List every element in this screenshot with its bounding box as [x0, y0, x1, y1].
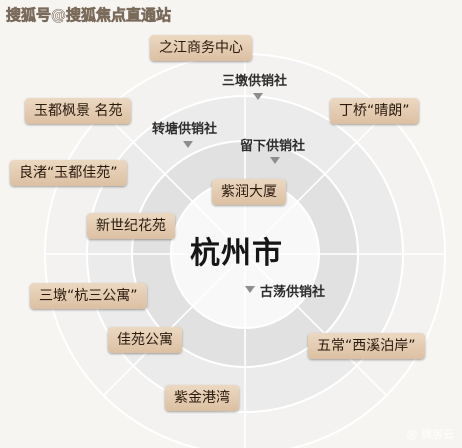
coop-sandun: 三墩供销社	[222, 74, 288, 89]
project-zhijiang: 之江商务中心	[150, 35, 252, 61]
marker-gudang	[245, 286, 255, 293]
coop-gudang: 古荡供销社	[260, 285, 326, 300]
project-zirun: 紫润大厦	[212, 179, 286, 205]
project-sandun-hang: 三墩“杭三公寓”	[30, 283, 147, 309]
project-jiayuan: 佳苑公寓	[108, 327, 182, 353]
center-title: 杭州市	[190, 236, 283, 271]
project-dingqiao: 丁桥“晴朗”	[330, 98, 419, 124]
project-zijin: 紫金港湾	[165, 385, 239, 411]
coop-zhuantang: 转塘供销社	[152, 122, 218, 137]
project-liangzhu: 良渚“玉都佳苑”	[10, 160, 127, 186]
project-xinshiji: 新世纪花苑	[87, 213, 175, 239]
marker-zhuantang	[183, 141, 193, 148]
marker-sandun	[253, 93, 263, 100]
coop-liuxia: 留下供销社	[240, 139, 306, 154]
project-wuchang: 五常“西溪泊岸”	[308, 333, 425, 359]
project-yudu-fengjing: 玉都枫景 名苑	[25, 98, 132, 124]
marker-liuxia	[270, 157, 280, 164]
watermark-bottom: @ 微房云	[406, 428, 455, 441]
watermark-top: 搜狐号@搜狐焦点直通站	[6, 6, 172, 25]
